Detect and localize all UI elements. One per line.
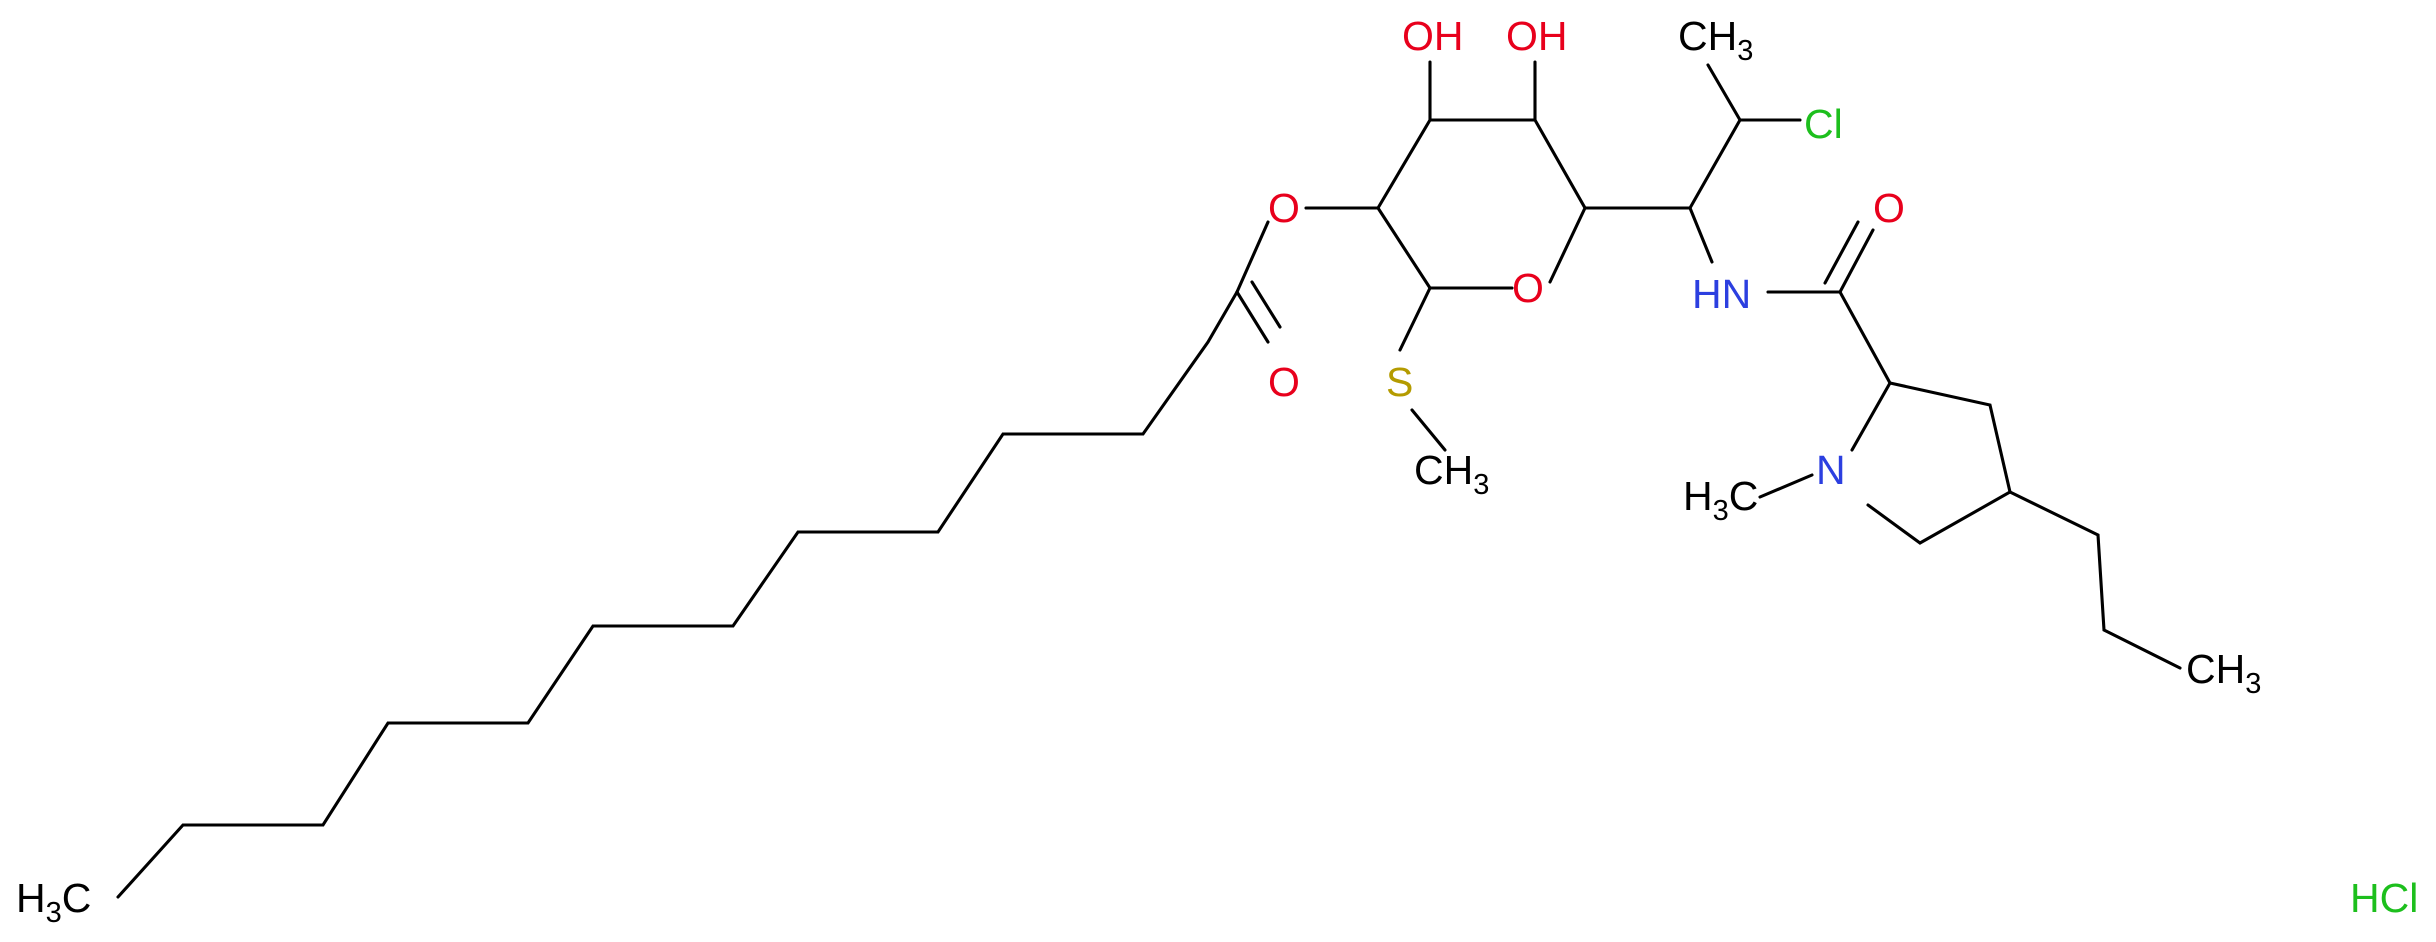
chain-terminal-subscript: 3	[46, 897, 62, 929]
bond-amide-double-a	[1838, 228, 1875, 294]
ester-carbonyl-oxygen-label: O	[1268, 359, 1300, 405]
n-methyl-label: H3C	[1683, 473, 1758, 527]
bond-n-c2	[1850, 381, 1892, 452]
ring-oxygen-label: O	[1512, 265, 1544, 311]
bond-n-methyl	[1758, 473, 1814, 499]
thiomethyl-subscript: 3	[1473, 469, 1489, 501]
bond-layer	[116, 60, 2182, 899]
methyl-top-subscript: 3	[1737, 35, 1753, 67]
ester-oxygen-label: O	[1268, 185, 1300, 231]
thiomethyl-text: CH	[1414, 447, 1473, 493]
bond-ring-close	[1376, 206, 1432, 290]
chain-terminal-h: H	[16, 875, 46, 921]
bond-carbonyl-ester-o	[1235, 220, 1270, 294]
bond-c-s	[1398, 286, 1432, 352]
n-methyl-c: C	[1729, 473, 1759, 519]
propyl-chain	[2008, 490, 2182, 670]
chlorine-label: Cl	[1804, 101, 1843, 147]
propyl-methyl-subscript: 3	[2245, 668, 2261, 700]
methyl-top-text: CH	[1678, 13, 1737, 59]
amide-carbonyl-oxygen-label: O	[1873, 185, 1905, 231]
pyrrolidine-ring	[1866, 381, 2012, 545]
atom-labels: OH OH CH3 Cl O O O O HN S CH3 N H3C CH3 …	[16, 13, 2418, 929]
n-methyl-h: H	[1683, 473, 1713, 519]
bond-sidechain-cl-carbon	[1688, 118, 1742, 210]
bond-amide-double-b	[1823, 220, 1860, 285]
amide-nh-label: HN	[1692, 271, 1751, 317]
chain-terminal-c: C	[62, 875, 92, 921]
hydroxyl-right-label: OH	[1506, 13, 1568, 59]
pyrrolidine-nitrogen-label: N	[1816, 447, 1846, 493]
methyl-top-label: CH3	[1678, 13, 1753, 67]
hcl-salt-label: HCl	[2350, 875, 2418, 921]
bond-c-nh	[1688, 206, 1714, 264]
bond-ester-double-b	[1250, 280, 1282, 329]
thiomethyl-label: CH3	[1414, 447, 1489, 501]
propyl-methyl-text: CH	[2186, 646, 2245, 692]
propyl-methyl-label: CH3	[2186, 646, 2261, 700]
bond-s-ch3	[1410, 408, 1447, 452]
bond-ch3-top	[1706, 63, 1742, 122]
bond-ester-double-a	[1235, 290, 1270, 344]
palmitoyl-chain	[116, 290, 1239, 899]
hydroxyl-left-label: OH	[1402, 13, 1464, 59]
chain-terminal-methyl-label: H3C	[16, 875, 91, 929]
sulfur-label: S	[1386, 359, 1413, 405]
n-methyl-subscript: 3	[1713, 495, 1729, 527]
bond-amide-pyrrolidine	[1838, 290, 1892, 385]
